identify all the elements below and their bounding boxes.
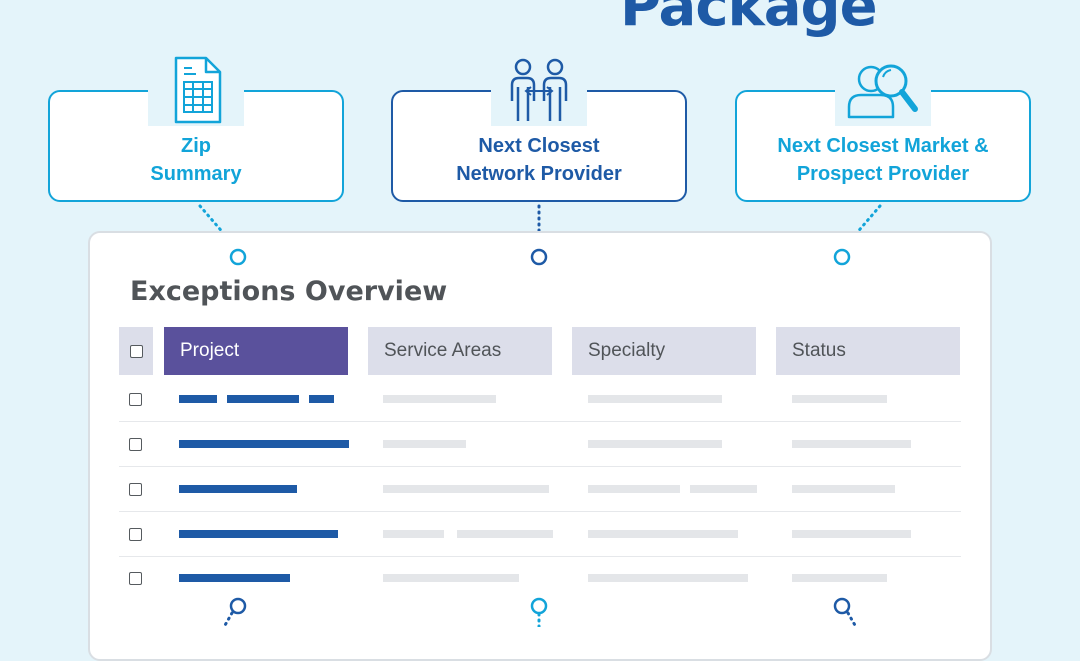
- service-area-placeholder: [383, 485, 549, 493]
- spreadsheet-icon: [148, 54, 244, 126]
- specialty-placeholder: [588, 395, 722, 403]
- service-area-placeholder: [383, 440, 466, 448]
- person-search-icon: [835, 54, 931, 126]
- zip-summary-card[interactable]: Zip Summary: [48, 54, 344, 202]
- status-placeholder: [792, 530, 911, 538]
- status-placeholder: [792, 440, 911, 448]
- specialty-placeholder: [690, 485, 757, 493]
- callout-label: Zip Summary: [150, 135, 242, 185]
- specialty-placeholder: [588, 530, 738, 538]
- project-placeholder: [179, 530, 338, 538]
- people-exchange-icon: [491, 54, 587, 126]
- service-area-placeholder: [383, 395, 496, 403]
- connector-nodes: [222, 248, 858, 627]
- project-placeholder: [309, 395, 334, 403]
- row-divider: [119, 511, 961, 512]
- row-divider: [119, 556, 961, 557]
- status-placeholder: [792, 485, 895, 493]
- specialty-placeholder: [588, 574, 748, 582]
- market-prospect-card[interactable]: Next Closest Market & Prospect Provider: [735, 54, 1031, 202]
- select-all-cell: [119, 327, 153, 375]
- specialty-placeholder: [588, 485, 680, 493]
- row-checkbox[interactable]: [129, 438, 142, 451]
- project-placeholder: [179, 395, 217, 403]
- network-provider-card[interactable]: Next Closest Network Provider: [391, 54, 687, 202]
- status-placeholder: [792, 395, 887, 403]
- service-area-placeholder: [383, 574, 519, 582]
- project-placeholder: [179, 485, 297, 493]
- page-heading: Package: [620, 0, 878, 39]
- panel-title: Exceptions Overview: [130, 276, 448, 307]
- callout-label: Next Closest Market & Prospect Provider: [777, 135, 989, 185]
- service-area-placeholder: [457, 530, 553, 538]
- row-divider: [119, 466, 961, 467]
- row-divider: [119, 421, 961, 422]
- row-checkbox[interactable]: [129, 483, 142, 496]
- project-placeholder: [179, 574, 290, 582]
- row-checkbox[interactable]: [129, 393, 142, 406]
- project-placeholder: [179, 440, 349, 448]
- row-checkbox[interactable]: [129, 572, 142, 585]
- project-placeholder: [227, 395, 299, 403]
- column-header-status[interactable]: Status: [776, 327, 960, 375]
- select-all-checkbox[interactable]: [129, 344, 143, 358]
- column-header-service-areas[interactable]: Service Areas: [368, 327, 552, 375]
- service-area-placeholder: [383, 530, 444, 538]
- column-header-specialty[interactable]: Specialty: [572, 327, 756, 375]
- status-placeholder: [792, 574, 887, 582]
- row-checkbox[interactable]: [129, 528, 142, 541]
- callout-label: Next Closest Network Provider: [456, 135, 622, 185]
- column-header-project[interactable]: Project: [164, 327, 348, 375]
- specialty-placeholder: [588, 440, 722, 448]
